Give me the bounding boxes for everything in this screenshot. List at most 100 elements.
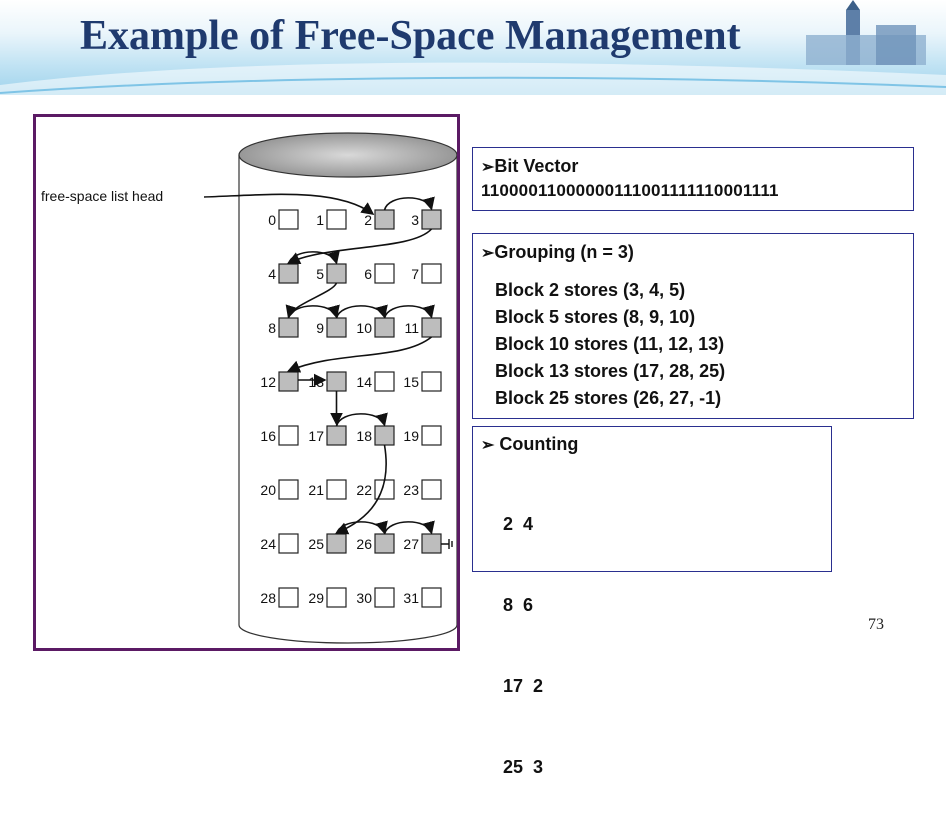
grouping-line: Block 25 stores (26, 27, -1) (495, 388, 722, 408)
block-number-label: 24 (260, 536, 276, 552)
block-number-label: 25 (308, 536, 324, 552)
link-arrow (383, 196, 435, 211)
grouping-line: Block 5 stores (8, 9, 10) (495, 307, 696, 327)
bit-vector-box: ➢Bit Vector 1100001100000011100111111000… (472, 147, 914, 211)
allocated-block (278, 209, 299, 230)
block-number-label: 8 (268, 320, 276, 336)
bullet-arrow-icon: ➢ (481, 437, 495, 454)
allocated-block (421, 263, 442, 284)
counting-list: 2 4 8 6 17 2 25 3 (503, 457, 831, 835)
block-number-label: 30 (356, 590, 372, 606)
allocated-block (374, 371, 395, 392)
allocated-block (278, 533, 299, 554)
block-number-label: 0 (268, 212, 276, 228)
free-block (278, 263, 299, 284)
header-wave-decoration (0, 62, 946, 95)
grouping-line: Block 13 stores (17, 28, 25) (495, 361, 726, 381)
counting-heading: Counting (494, 434, 579, 454)
allocated-block (421, 371, 442, 392)
free-block (326, 263, 347, 284)
block-number-label: 26 (356, 536, 372, 552)
counting-line: 8 6 (503, 595, 534, 615)
free-block (326, 533, 347, 554)
grouping-heading: Grouping (n = 3) (494, 242, 634, 262)
block-number-label: 13 (308, 374, 324, 390)
block-number-label: 5 (316, 266, 324, 282)
free-block (326, 371, 347, 392)
counting-box: ➢ Counting 2 4 8 6 17 2 25 3 (472, 426, 832, 777)
free-block (326, 425, 347, 446)
allocated-block (374, 263, 395, 284)
free-block (421, 533, 442, 554)
link-arrow (383, 520, 435, 535)
counting-line: 17 2 (503, 676, 544, 696)
block-number-label: 22 (356, 482, 372, 498)
block-number-label: 10 (356, 320, 372, 336)
free-block (374, 425, 395, 446)
block-number-label: 20 (260, 482, 276, 498)
grouping-box: ➢Grouping (n = 3) Block 2 stores (3, 4, … (472, 233, 914, 419)
free-block (278, 317, 299, 338)
free-space-list-head-label: free-space list head (41, 188, 163, 204)
cylinder-top (238, 132, 457, 178)
block-number-label: 7 (411, 266, 419, 282)
bit-vector-value: 11000011000000111001111110001111 (481, 181, 779, 200)
allocated-block (421, 587, 442, 608)
block-number-label: 29 (308, 590, 324, 606)
block-number-label: 27 (403, 536, 419, 552)
bit-vector-heading: Bit Vector (494, 156, 579, 176)
block-number-label: 9 (316, 320, 324, 336)
free-block (374, 317, 395, 338)
block-number-label: 18 (356, 428, 372, 444)
grouping-line: Block 2 stores (3, 4, 5) (495, 280, 686, 300)
free-block (326, 317, 347, 338)
block-number-label: 23 (403, 482, 419, 498)
block-number-label: 1 (316, 212, 324, 228)
allocated-block (326, 209, 347, 230)
allocated-block (421, 425, 442, 446)
block-number-label: 21 (308, 482, 324, 498)
block-number-label: 11 (404, 320, 419, 336)
free-block (374, 209, 395, 230)
allocated-block (326, 587, 347, 608)
block-number-label: 2 (364, 212, 372, 228)
link-arrow (383, 304, 435, 319)
building-decoration-icon (806, 0, 926, 65)
free-block (421, 317, 442, 338)
allocated-block (326, 479, 347, 500)
block-number-label: 6 (364, 266, 372, 282)
null-terminator-icon (441, 539, 453, 549)
free-block (374, 533, 395, 554)
allocated-block (278, 587, 299, 608)
free-block (421, 209, 442, 230)
link-arrow (335, 304, 388, 319)
list-head-arrow (203, 193, 375, 215)
link-arrow (287, 228, 433, 264)
counting-line: 25 3 (503, 757, 544, 777)
allocated-block (278, 425, 299, 446)
free-block (278, 371, 299, 392)
allocated-block (421, 479, 442, 500)
block-number-label: 16 (260, 428, 276, 444)
block-number-label: 14 (356, 374, 372, 390)
bullet-arrow-icon: ➢ (481, 159, 495, 176)
grouping-line: Block 10 stores (11, 12, 13) (495, 334, 725, 354)
block-number-label: 12 (260, 374, 276, 390)
allocated-block (278, 479, 299, 500)
block-number-label: 17 (308, 428, 324, 444)
block-number-label: 31 (403, 590, 419, 606)
block-number-label: 19 (403, 428, 419, 444)
link-arrow (287, 336, 432, 373)
page-number: 73 (868, 616, 884, 633)
link-arrow (285, 282, 338, 319)
block-number-label: 15 (403, 374, 419, 390)
counting-line: 2 4 (503, 514, 534, 534)
grouping-list: Block 2 stores (3, 4, 5) Block 5 stores … (495, 277, 913, 412)
block-number-label: 4 (268, 266, 276, 282)
page-title: Example of Free-Space Management (80, 13, 741, 59)
link-arrow (335, 444, 387, 535)
allocated-block (374, 587, 395, 608)
block-number-label: 28 (260, 590, 276, 606)
